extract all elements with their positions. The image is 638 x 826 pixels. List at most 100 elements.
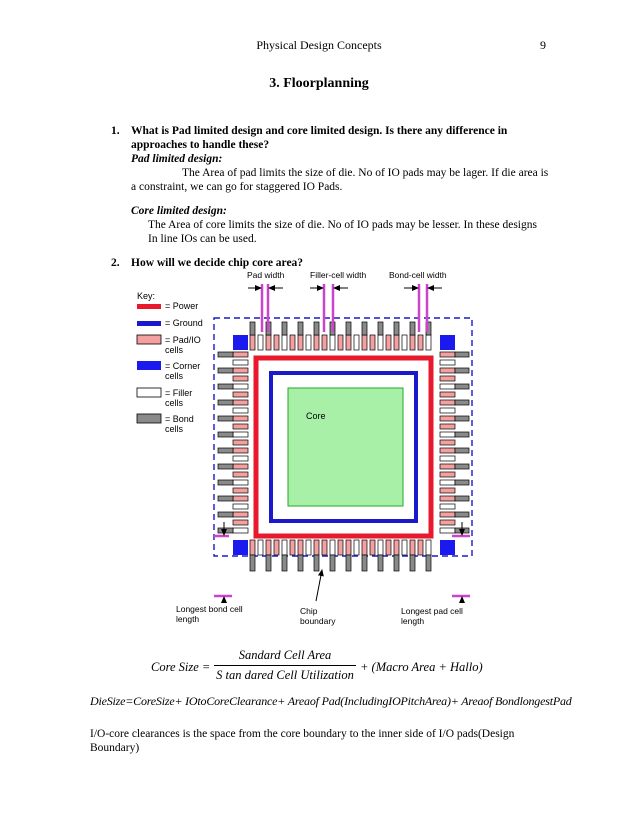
left-io-cell: [232, 391, 249, 398]
bottom-io-cell: [401, 539, 408, 556]
bottom-io-cell: [409, 539, 416, 556]
top-io-cell: [361, 334, 368, 351]
left-io-cell: [232, 415, 249, 422]
question-2-text: How will we decide chip core area?: [131, 257, 304, 269]
bond-length-lines: [214, 534, 232, 598]
corner-cell-top-right: [440, 335, 455, 350]
left-bond-cell: [217, 463, 234, 470]
right-io-cell: [439, 495, 456, 502]
filler-cell-width-label: Filler-cell width: [310, 270, 366, 280]
bottom-io-cell: [369, 539, 376, 556]
bottom-bond-cell: [377, 554, 384, 572]
right-io-cell: [439, 367, 456, 374]
left-bond-cell: [217, 351, 234, 358]
top-io-cell: [297, 334, 304, 351]
top-bond-cell: [409, 321, 416, 336]
left-bond-cell: [217, 383, 234, 390]
bottom-bond-cell: [281, 554, 288, 572]
bottom-io-cell: [257, 539, 264, 556]
left-io-cell: [232, 399, 249, 406]
core-label: Core: [306, 411, 326, 421]
right-io-cell: [439, 503, 456, 510]
left-bond-cell: [217, 431, 234, 438]
right-bond-cell: [454, 463, 470, 470]
bottom-io-cell: [393, 539, 400, 556]
right-io-cell: [439, 471, 456, 478]
left-io-cell: [232, 455, 249, 462]
key-filler-swatch: [136, 387, 162, 398]
top-io-cell: [345, 334, 352, 351]
key-corner-swatch: [137, 361, 161, 370]
left-bond-cell: [217, 495, 234, 502]
top-bond-cell: [377, 321, 384, 336]
key-corner-label: = Corner: [165, 361, 200, 371]
chip-boundary-label: Chip: [300, 606, 318, 616]
left-io-cell: [232, 479, 249, 486]
formula-core-size-denominator: S tan dared Cell Utilization: [216, 668, 354, 682]
left-io-cell: [232, 423, 249, 430]
chip-boundary-label2: boundary: [300, 616, 336, 626]
right-io-cell: [439, 399, 456, 406]
left-io-cell: [232, 375, 249, 382]
bottom-io-cell: [417, 539, 424, 556]
bottom-io-cell: [249, 539, 256, 556]
bottom-io-cell: [361, 539, 368, 556]
top-io-cell: [369, 334, 376, 351]
left-bond-cell: [217, 511, 234, 518]
bottom-io-cell: [313, 539, 320, 556]
bottom-bond-cell: [409, 554, 416, 572]
left-io-cell: [232, 503, 249, 510]
clearance-note-line2: Boundary): [90, 742, 140, 754]
left-io-cell: [232, 527, 249, 534]
left-bond-cell: [217, 367, 234, 374]
bottom-bond-cell: [393, 554, 400, 572]
top-bond-cell: [281, 321, 288, 336]
top-bond-cell: [345, 321, 352, 336]
longest-pad-label2: length: [401, 616, 424, 626]
top-io-cell: [265, 334, 272, 351]
key-pad-label: = Pad/IO: [165, 335, 201, 345]
right-io-cell: [439, 407, 456, 414]
bottom-bond-cell: [425, 554, 432, 572]
key-filler-label2: cells: [165, 398, 184, 408]
right-io-cell: [439, 463, 456, 470]
section-title: 3. Floorplanning: [269, 76, 369, 91]
longest-bond-label: Longest bond cell: [176, 604, 243, 614]
top-dimension-lines: [260, 284, 429, 332]
right-io-cell: [439, 511, 456, 518]
bottom-io-cell: [281, 539, 288, 556]
right-io-cell: [439, 479, 456, 486]
right-io-cell: [439, 431, 456, 438]
left-io-cell: [232, 359, 249, 366]
right-bond-cell: [454, 383, 470, 390]
left-io-cell: [232, 431, 249, 438]
left-io-cell: [232, 407, 249, 414]
bottom-io-cell: [425, 539, 432, 556]
pad-limited-line2: a constraint, we can go for staggered IO…: [131, 181, 343, 193]
right-bond-cell: [454, 479, 470, 486]
corner-cell-bottom-right: [440, 540, 455, 555]
right-bond-cell: [454, 431, 470, 438]
core-limited-line1: The Area of core limits the size of die.…: [148, 219, 537, 231]
top-io-cell: [249, 334, 256, 351]
bottom-bond-cell: [329, 554, 336, 572]
left-io-cell: [232, 511, 249, 518]
formula-fraction-bar: [214, 665, 356, 666]
question-1-text-line2: approaches to handle these?: [131, 139, 270, 151]
bottom-io-cell: [265, 539, 272, 556]
top-io-cell: [313, 334, 320, 351]
question-1-number: 1.: [111, 125, 120, 137]
pad-limited-heading: Pad limited design:: [131, 153, 223, 165]
right-io-cell: [439, 439, 456, 446]
bottom-io-cell: [377, 539, 384, 556]
key-bond-swatch: [136, 413, 162, 424]
bottom-bond-cell: [249, 554, 256, 572]
top-io-cell: [257, 334, 264, 351]
right-bond-cell: [454, 351, 470, 358]
bottom-io-cell: [305, 539, 312, 556]
key-bond-label2: cells: [165, 424, 184, 434]
top-io-cell: [273, 334, 280, 351]
key-bond-label: = Bond: [165, 414, 194, 424]
chip-boundary: [213, 317, 473, 557]
key-title: Key:: [137, 291, 155, 301]
